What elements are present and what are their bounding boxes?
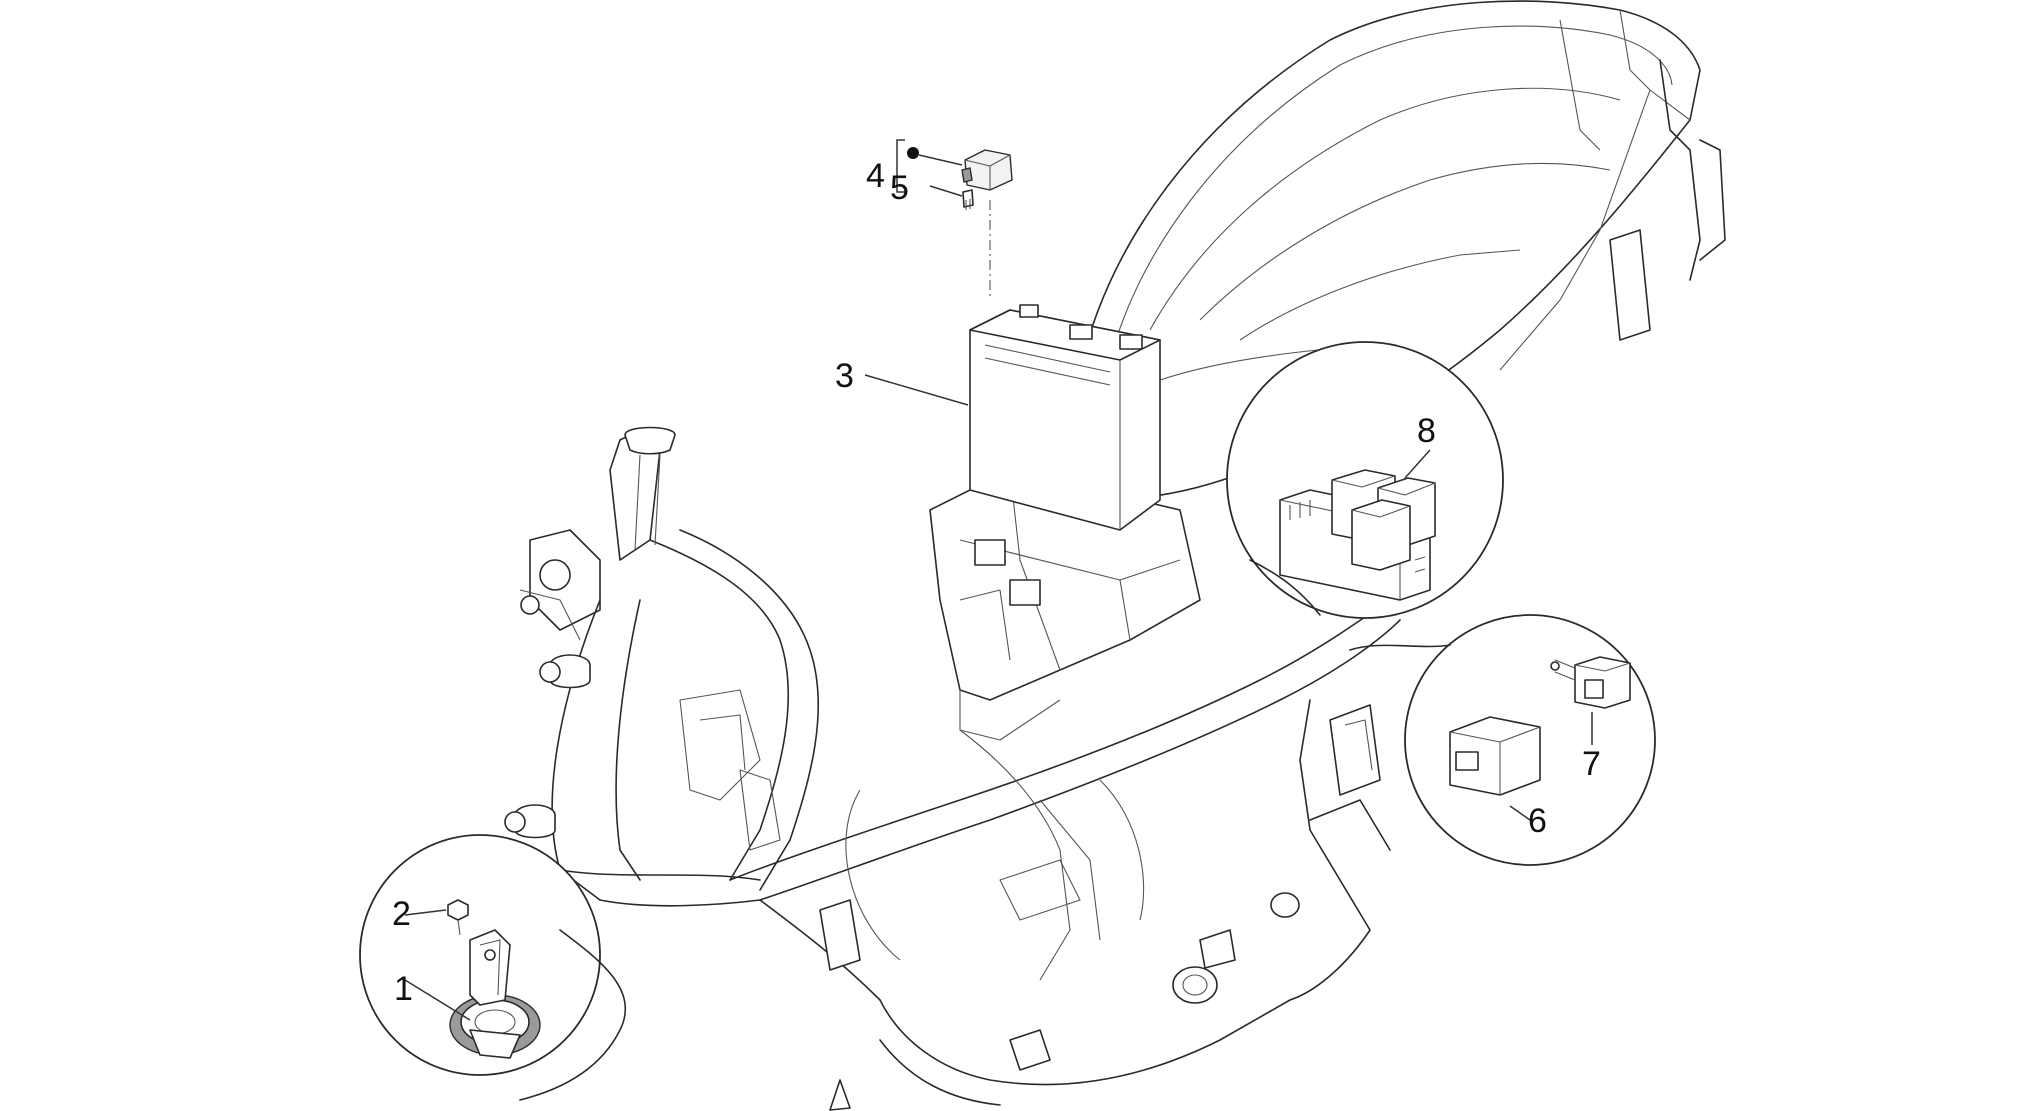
kit-marker-dot [907,147,919,159]
scooter-frame [504,0,1726,1111]
detail-circle-horn [359,834,626,1101]
detail-tail-flasher [1349,644,1451,651]
frame-pivot-stub-lower [504,804,556,839]
kit-bracket [896,139,905,193]
battery [969,304,1161,531]
callout-2: 2 [392,895,411,933]
detail-tail-fuse-box [1249,559,1321,616]
relay-part [961,149,1013,191]
callout-1: 1 [394,970,413,1008]
frame-pivot-stub-upper [539,654,591,689]
callout-8: 8 [1417,412,1436,450]
callout-6: 6 [1528,802,1547,840]
callout-5: 5 [890,169,909,207]
callout-3: 3 [835,357,854,395]
detail-circle-fuse-box [1226,341,1504,619]
detail-tail-horn [519,929,626,1101]
fuse-part [962,189,974,210]
callout-7: 7 [1582,745,1601,783]
callout-4: 4 [866,157,885,195]
detail-circle-flasher [1404,614,1656,866]
callout-leaders [404,374,1593,1021]
